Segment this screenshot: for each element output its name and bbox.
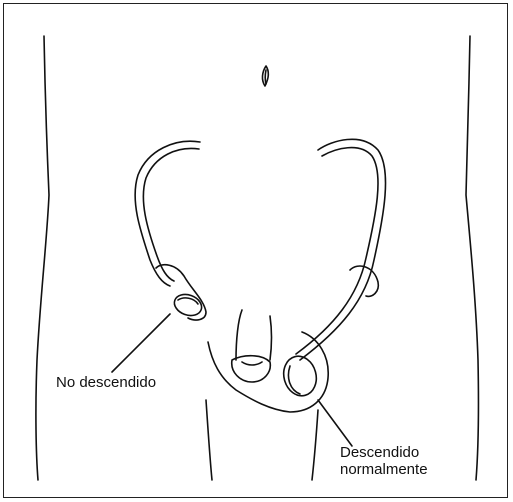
- right-thigh-line: [312, 410, 318, 480]
- left-thigh-line: [206, 400, 212, 480]
- leader-line-undescended: [112, 314, 170, 372]
- penis: [236, 310, 242, 360]
- torso-left-outline: [36, 36, 49, 480]
- undescended-testicle: [171, 291, 204, 319]
- torso-right-outline: [466, 36, 478, 480]
- label-descended-line2: normalmente: [340, 461, 428, 478]
- label-descended-line1: Descendido: [340, 444, 428, 461]
- left-inguinal-ring: [156, 265, 206, 320]
- label-descended: Descendido normalmente: [340, 444, 428, 478]
- label-undescended: No descendido: [56, 374, 156, 391]
- leader-line-descended: [318, 400, 352, 446]
- right-spermatic-cord: [300, 139, 386, 360]
